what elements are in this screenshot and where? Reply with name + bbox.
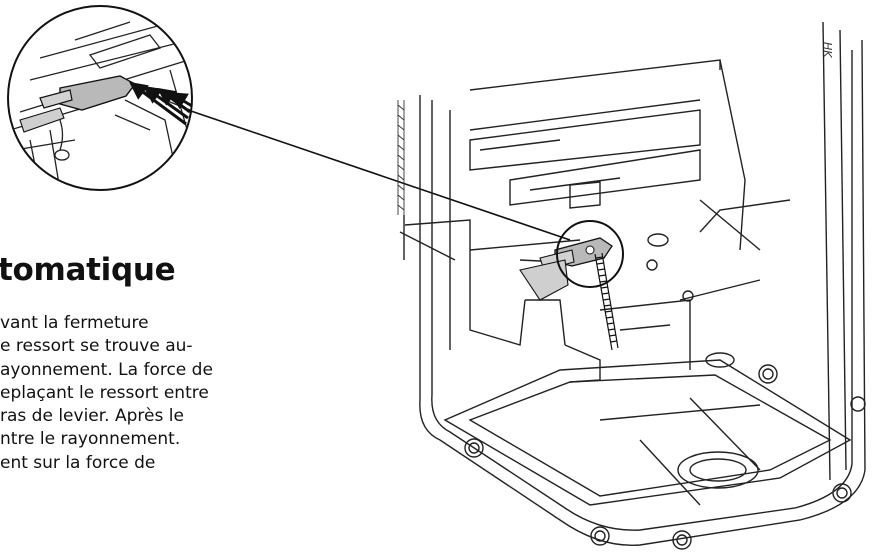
- body-paragraph: vant la fermeture e ressort se trouve au…: [0, 312, 300, 475]
- stove-body: [399, 21, 866, 550]
- illustrator-initials: HK: [821, 42, 834, 58]
- door-spring: [594, 252, 619, 351]
- section-heading: tomatique: [0, 252, 176, 288]
- zoom-detail-circle: [7, 5, 193, 191]
- body-line-3: ayonnement. La force de: [0, 359, 213, 380]
- ribbed-strip: [397, 100, 405, 215]
- body-line-6: ntre le rayonnement.: [0, 429, 181, 450]
- lever-highlight-circle: [556, 220, 624, 288]
- body-line-5: ras de levier. Après le: [0, 406, 184, 427]
- body-line-7: ent sur la force de: [0, 452, 156, 473]
- zoom-lever-detail: [19, 75, 137, 133]
- callout-line: [187, 109, 571, 241]
- body-line-1: vant la fermeture: [0, 313, 149, 333]
- body-line-4: eplaçant le ressort entre: [0, 382, 209, 403]
- body-line-2: e ressort se trouve au-: [0, 336, 193, 357]
- zoom-arrows: [129, 81, 193, 126]
- lever-assembly: [519, 237, 613, 301]
